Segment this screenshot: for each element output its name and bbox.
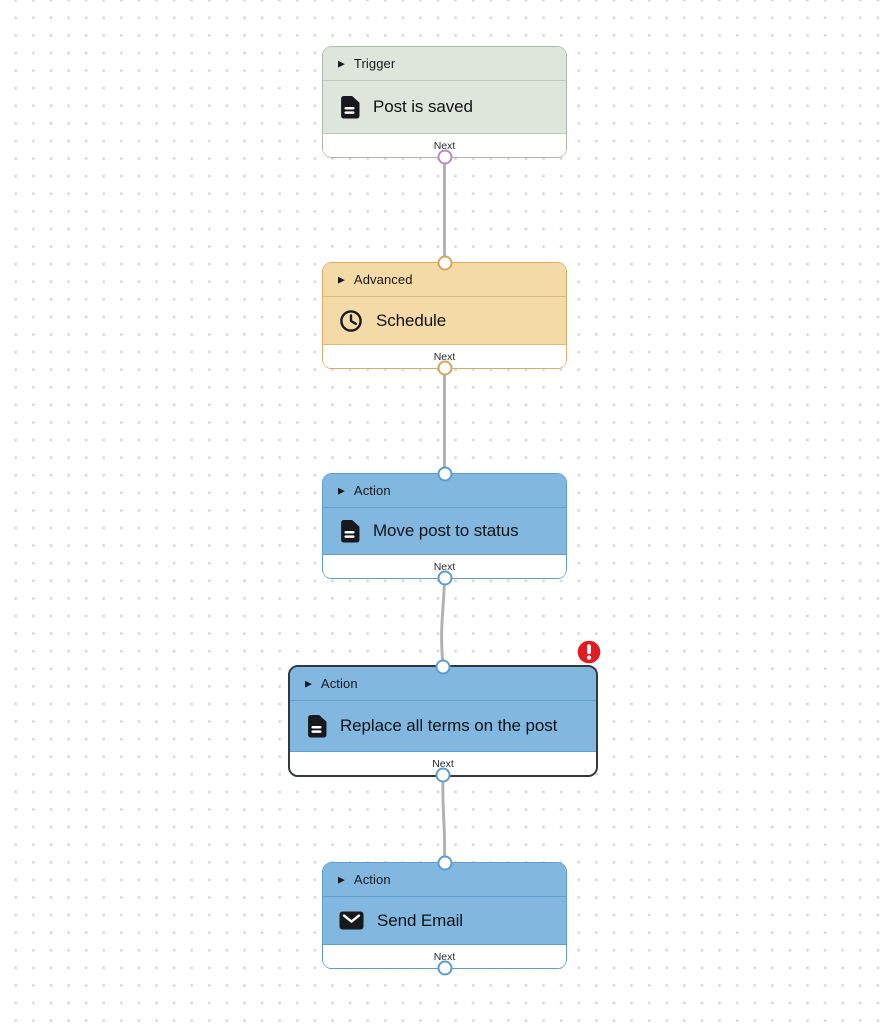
node-title: Schedule xyxy=(376,310,447,330)
next-label: Next xyxy=(432,757,454,770)
error-icon[interactable] xyxy=(577,640,601,664)
node-post-is-saved[interactable]: ▶ Trigger Post is saved Next xyxy=(322,46,567,165)
input-port[interactable] xyxy=(435,659,451,675)
node-category-label: Action xyxy=(353,483,391,498)
node-title: Send Email xyxy=(377,910,463,930)
node-title: Move post to status xyxy=(373,521,519,540)
node-category-label: Action xyxy=(320,676,358,691)
output-port[interactable] xyxy=(437,570,452,586)
node-body: Schedule xyxy=(323,297,566,344)
expand-caret-icon[interactable]: ▶ xyxy=(338,58,345,69)
email-icon xyxy=(339,911,364,930)
document-icon xyxy=(339,519,360,543)
next-label: Next xyxy=(433,350,456,363)
next-label: Next xyxy=(433,560,456,573)
node-body: Move post to status xyxy=(323,508,566,554)
expand-caret-icon[interactable]: ▶ xyxy=(338,485,345,496)
node-move-post-to-status[interactable]: ▶ Action Move post to status Next xyxy=(322,466,567,586)
node-category-label: Action xyxy=(353,872,391,887)
node-body: Post is saved xyxy=(323,81,566,133)
node-category-label: Trigger xyxy=(353,56,396,71)
output-port[interactable] xyxy=(437,960,452,976)
document-icon xyxy=(306,714,327,738)
node-title: Post is saved xyxy=(373,97,473,116)
next-label: Next xyxy=(433,139,456,152)
node-footer: Next xyxy=(323,554,566,578)
output-port[interactable] xyxy=(435,767,451,783)
node-body: Replace all terms on the post xyxy=(290,701,596,751)
node-replace-all-terms-on-the-post[interactable]: ▶ Action Replace all terms on the post N… xyxy=(288,640,601,783)
node-header: ▶ Trigger xyxy=(323,47,566,81)
output-port[interactable] xyxy=(437,149,452,165)
node-send-email[interactable]: ▶ Action Send Email Next xyxy=(322,855,567,976)
node-body: Send Email xyxy=(323,897,566,944)
output-port[interactable] xyxy=(437,360,452,376)
node-title: Replace all terms on the post xyxy=(340,716,558,735)
input-port[interactable] xyxy=(437,255,452,271)
next-label: Next xyxy=(433,950,456,963)
clock-icon xyxy=(339,309,363,333)
input-port[interactable] xyxy=(437,855,452,871)
node-header: ▶ Action xyxy=(323,863,566,897)
expand-caret-icon[interactable]: ▶ xyxy=(305,678,312,689)
document-icon xyxy=(339,95,360,119)
node-schedule[interactable]: ▶ Advanced Schedule Next xyxy=(322,255,567,376)
node-category-label: Advanced xyxy=(353,272,413,287)
connector-4 xyxy=(441,775,447,864)
expand-caret-icon[interactable]: ▶ xyxy=(338,874,345,885)
input-port[interactable] xyxy=(437,466,452,482)
connector-3 xyxy=(440,577,446,667)
expand-caret-icon[interactable]: ▶ xyxy=(338,274,345,285)
